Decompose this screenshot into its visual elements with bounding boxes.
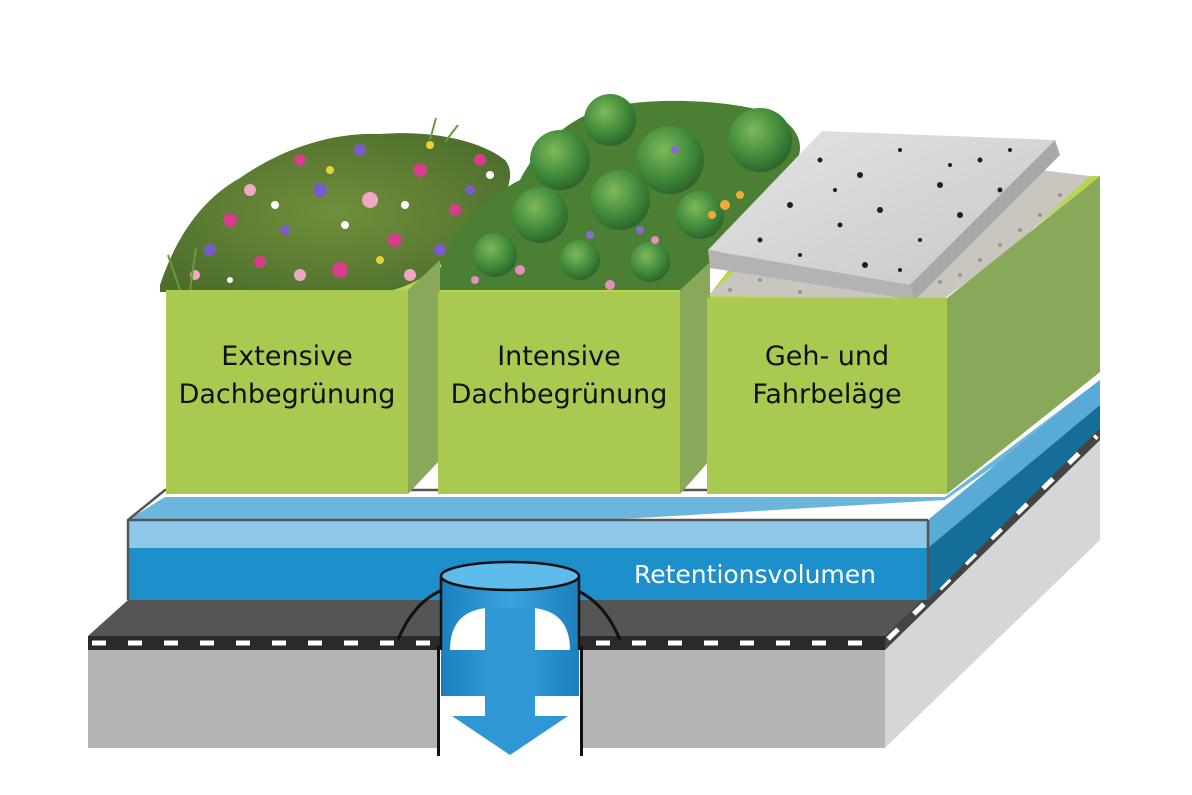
module-extensive	[166, 260, 440, 494]
module-paving	[707, 176, 1100, 494]
paving-surface	[707, 131, 1090, 300]
downflow-arrow-icon	[452, 608, 568, 755]
label-walkway-driveway-paving: Geh- und Fahrbeläge	[752, 341, 902, 410]
module-intensive	[438, 262, 710, 494]
extensive-vegetation	[160, 117, 511, 292]
label-retention-volume: Retentionsvolumen	[633, 560, 877, 589]
intensive-vegetation	[436, 94, 800, 290]
label-intensive-green-roof: Intensive Dachbegrünung	[450, 341, 668, 410]
label-extensive-green-roof: Extensive Dachbegrünung	[178, 341, 396, 410]
